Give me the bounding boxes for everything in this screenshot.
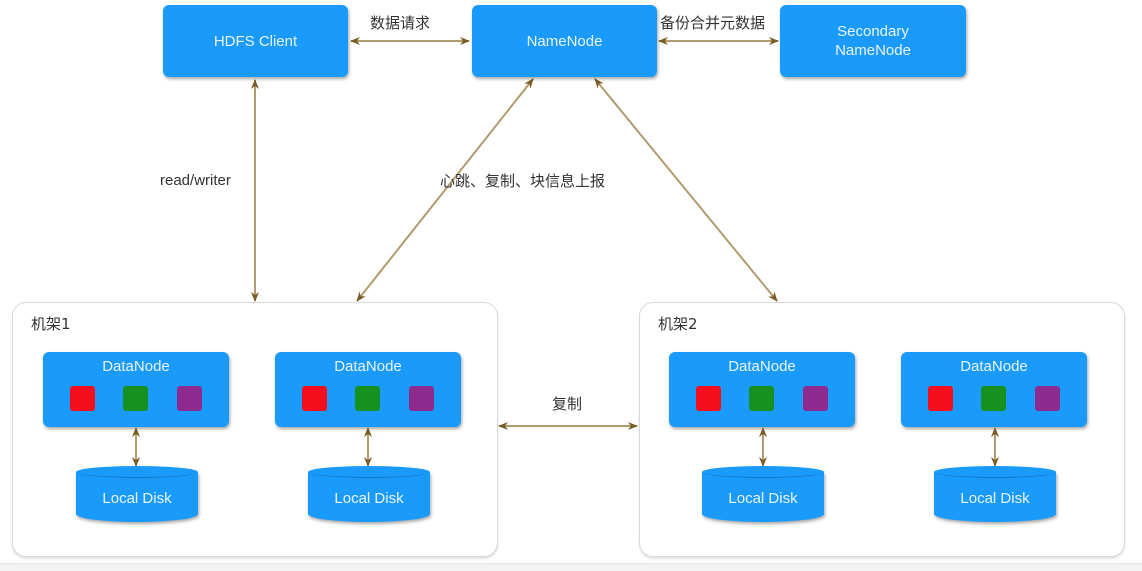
secondary-namenode-label-line1: Secondary — [837, 23, 909, 40]
secondary-namenode-label-line2: NameNode — [835, 42, 911, 59]
hdfs-client-node[interactable]: HDFS Client — [163, 5, 348, 77]
local-disk[interactable]: Local Disk — [702, 466, 824, 528]
local-disk-label: Local Disk — [102, 490, 172, 507]
edge-label-backup-merge-metadata: 备份合并元数据 — [660, 14, 766, 32]
block-green — [749, 386, 774, 411]
block-purple — [177, 386, 202, 411]
datanode[interactable]: DataNode — [43, 352, 229, 427]
local-disk[interactable]: Local Disk — [76, 466, 198, 528]
block-green — [355, 386, 380, 411]
block-purple — [803, 386, 828, 411]
block-red — [696, 386, 721, 411]
local-disk-label: Local Disk — [960, 490, 1030, 507]
rack-label: 机架2 — [658, 315, 698, 333]
rack-label: 机架1 — [31, 315, 71, 333]
block-purple — [409, 386, 434, 411]
datanode[interactable]: DataNode — [275, 352, 461, 427]
datanode[interactable]: DataNode — [901, 352, 1087, 427]
edge-label-replicate: 复制 — [552, 395, 583, 413]
datanode-title: DataNode — [728, 358, 796, 375]
datanode-title: DataNode — [102, 358, 170, 375]
namenode-label: NameNode — [526, 32, 603, 50]
arrow-namenode-rack2 — [594, 78, 778, 302]
datanode[interactable]: DataNode — [669, 352, 855, 427]
block-purple — [1035, 386, 1060, 411]
bottom-strip — [0, 563, 1142, 571]
edge-label-read-writer: read/writer — [160, 172, 231, 189]
local-disk[interactable]: Local Disk — [308, 466, 430, 528]
edge-label-heartbeat-report: 心跳、复制、块信息上报 — [440, 172, 606, 190]
edge-label-data-request: 数据请求 — [370, 14, 431, 32]
secondary-namenode-node[interactable]: Secondary NameNode — [780, 5, 966, 77]
block-red — [302, 386, 327, 411]
block-green — [981, 386, 1006, 411]
hdfs-client-label: HDFS Client — [213, 32, 298, 50]
block-red — [70, 386, 95, 411]
datanode-title: DataNode — [334, 358, 402, 375]
block-green — [123, 386, 148, 411]
local-disk-label: Local Disk — [728, 490, 798, 507]
local-disk-label: Local Disk — [334, 490, 404, 507]
namenode-node[interactable]: NameNode — [472, 5, 657, 77]
block-red — [928, 386, 953, 411]
arrow-namenode-rack1 — [356, 78, 534, 302]
datanode-title: DataNode — [960, 358, 1028, 375]
local-disk[interactable]: Local Disk — [934, 466, 1056, 528]
